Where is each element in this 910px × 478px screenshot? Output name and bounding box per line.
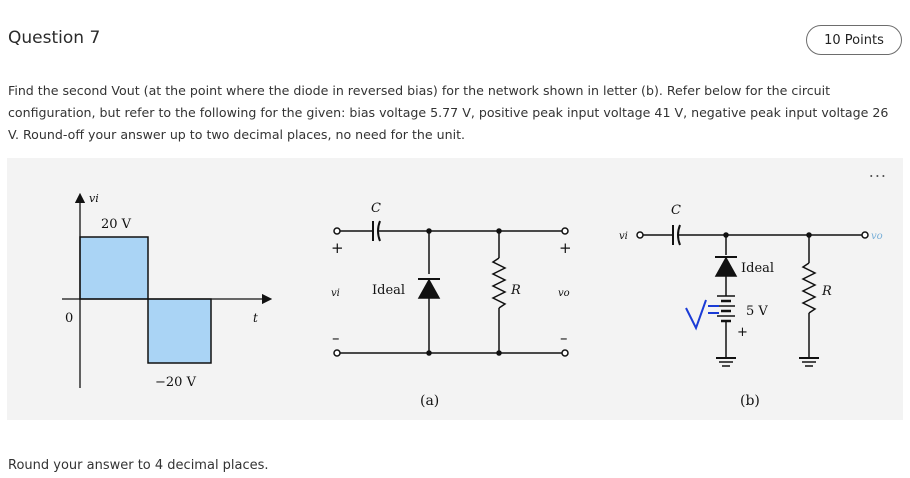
- circuit-b-diode-label: Ideal: [741, 261, 774, 276]
- circuit-a-r-label: R: [510, 283, 521, 298]
- waveform-negative-label: −20 V: [155, 375, 197, 390]
- circuit-a-vi-label: vi: [331, 288, 340, 299]
- handwritten-annotation: [685, 299, 719, 331]
- more-options-icon[interactable]: ...: [868, 162, 887, 181]
- waveform-positive-half: [79, 236, 149, 300]
- waveform-vi-label: vi: [89, 192, 99, 205]
- question-text: Find the second Vout (at the point where…: [8, 83, 889, 142]
- circuit-b-battery-plus: +: [737, 325, 748, 340]
- circuit-b-vi-label: vi: [619, 231, 628, 242]
- waveform-origin-label: 0: [65, 311, 73, 326]
- circuit-a-cap-label: C: [371, 201, 381, 216]
- input-waveform: vi 20 V −20 V 0 t: [62, 192, 273, 390]
- circuit-a-diode-label: Ideal: [372, 283, 405, 298]
- circuit-a-plus-out: +: [559, 239, 572, 257]
- waveform-positive-label: 20 V: [101, 217, 132, 232]
- points-badge: 10 Points: [806, 25, 902, 55]
- circuit-b-vo-label: vo: [871, 231, 883, 242]
- circuit-b: [636, 224, 869, 367]
- waveform-negative-half: [147, 298, 212, 364]
- circuit-a-minus-out: –: [560, 329, 568, 347]
- circuit-figure-svg: vi 20 V −20 V 0 t: [62, 192, 883, 409]
- circuit-a-vo-label: vo: [558, 288, 570, 299]
- circuit-b-battery-label: 5 V: [746, 304, 768, 319]
- circuit-b-cap-label: C: [671, 203, 681, 218]
- circuit-a: [333, 220, 569, 357]
- answer-instruction: Round your answer to 4 decimal places.: [8, 458, 269, 473]
- circuit-b-r-label: R: [821, 284, 832, 299]
- waveform-t-label: t: [253, 311, 258, 325]
- circuit-a-plus: +: [331, 239, 344, 257]
- circuit-a-minus: –: [332, 329, 340, 347]
- circuit-b-caption: (b): [740, 393, 760, 409]
- question-title: Question 7: [8, 28, 101, 48]
- question-figure[interactable]: ... vi 20 V −20 V 0 t: [7, 158, 903, 420]
- circuit-a-caption: (a): [420, 393, 439, 409]
